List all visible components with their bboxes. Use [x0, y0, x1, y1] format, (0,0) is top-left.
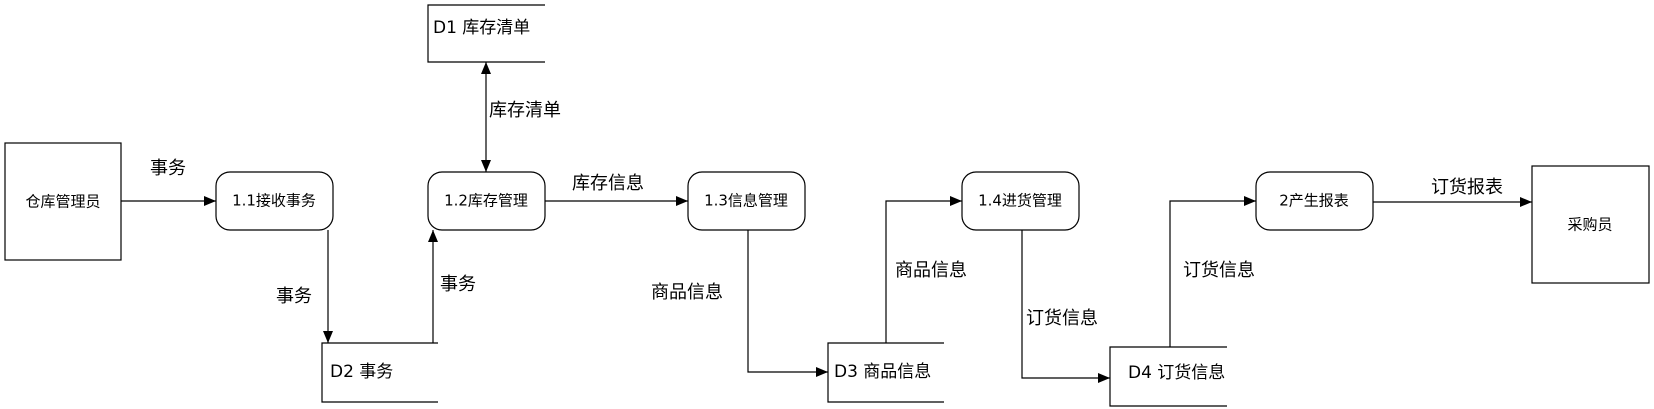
flow-p14-to-d4: 订货信息	[1021, 230, 1110, 383]
flow-d4-to-p2-label: 订货信息	[1183, 260, 1255, 281]
store-d4-order-info: D4 订货信息	[1109, 346, 1227, 407]
process-1-3-label: 1.3信息管理	[704, 192, 788, 210]
store-d3-product-info: D3 商品信息	[827, 342, 944, 403]
entity-warehouse-manager: 仓库管理员	[4, 142, 122, 261]
entity-warehouse-manager-label: 仓库管理员	[25, 193, 100, 211]
process-1-1-receive-transaction: 1.1接收事务	[215, 171, 334, 231]
entity-purchaser: 采购员	[1531, 165, 1650, 284]
flow-p2-to-purchaser-label: 订货报表	[1431, 177, 1503, 198]
process-1-2-label: 1.2库存管理	[444, 192, 528, 210]
store-d2-label: D2 事务	[330, 362, 393, 382]
flow-d1-p12-label: 库存清单	[489, 100, 561, 121]
process-1-4-label: 1.4进货管理	[978, 192, 1062, 210]
process-1-3-information-management: 1.3信息管理	[687, 171, 806, 231]
store-d2-transaction: D2 事务	[321, 342, 438, 403]
store-d3-label: D3 商品信息	[834, 362, 931, 382]
store-d1-label: D1 库存清单	[433, 18, 530, 38]
process-2-label: 2产生报表	[1279, 192, 1349, 210]
process-1-2-inventory-management: 1.2库存管理	[427, 171, 546, 231]
flow-p2-to-purchaser: 订货报表	[1373, 177, 1532, 207]
process-1-1-label: 1.1接收事务	[232, 192, 316, 210]
flow-p12-to-p13: 库存信息	[545, 173, 688, 206]
flow-p12-to-p13-label: 库存信息	[572, 173, 644, 194]
flow-p13-to-d3-label: 商品信息	[651, 282, 723, 303]
flow-manager-to-p11-label: 事务	[150, 158, 186, 179]
entity-purchaser-label: 采购员	[1567, 216, 1612, 234]
flow-p11-to-d2: 事务	[276, 230, 333, 343]
flow-p14-to-d4-label: 订货信息	[1026, 308, 1098, 329]
flow-p11-to-d2-label: 事务	[276, 286, 312, 307]
flow-d1-p12-bidirectional: 库存清单	[481, 62, 561, 172]
process-1-4-purchase-management: 1.4进货管理	[961, 171, 1080, 231]
process-2-generate-report: 2产生报表	[1255, 171, 1374, 231]
flow-d3-to-p14: 商品信息	[885, 196, 967, 343]
store-d4-label: D4 订货信息	[1128, 363, 1225, 383]
flow-d2-to-p12: 事务	[428, 230, 476, 343]
store-d1-inventory-list: D1 库存清单	[427, 4, 545, 63]
flow-manager-to-p11: 事务	[121, 158, 216, 206]
flow-d4-to-p2: 订货信息	[1169, 196, 1256, 347]
flow-d3-to-p14-label: 商品信息	[895, 260, 967, 281]
flow-d2-to-p12-label: 事务	[440, 274, 476, 295]
flow-p13-to-d3: 商品信息	[651, 230, 828, 377]
